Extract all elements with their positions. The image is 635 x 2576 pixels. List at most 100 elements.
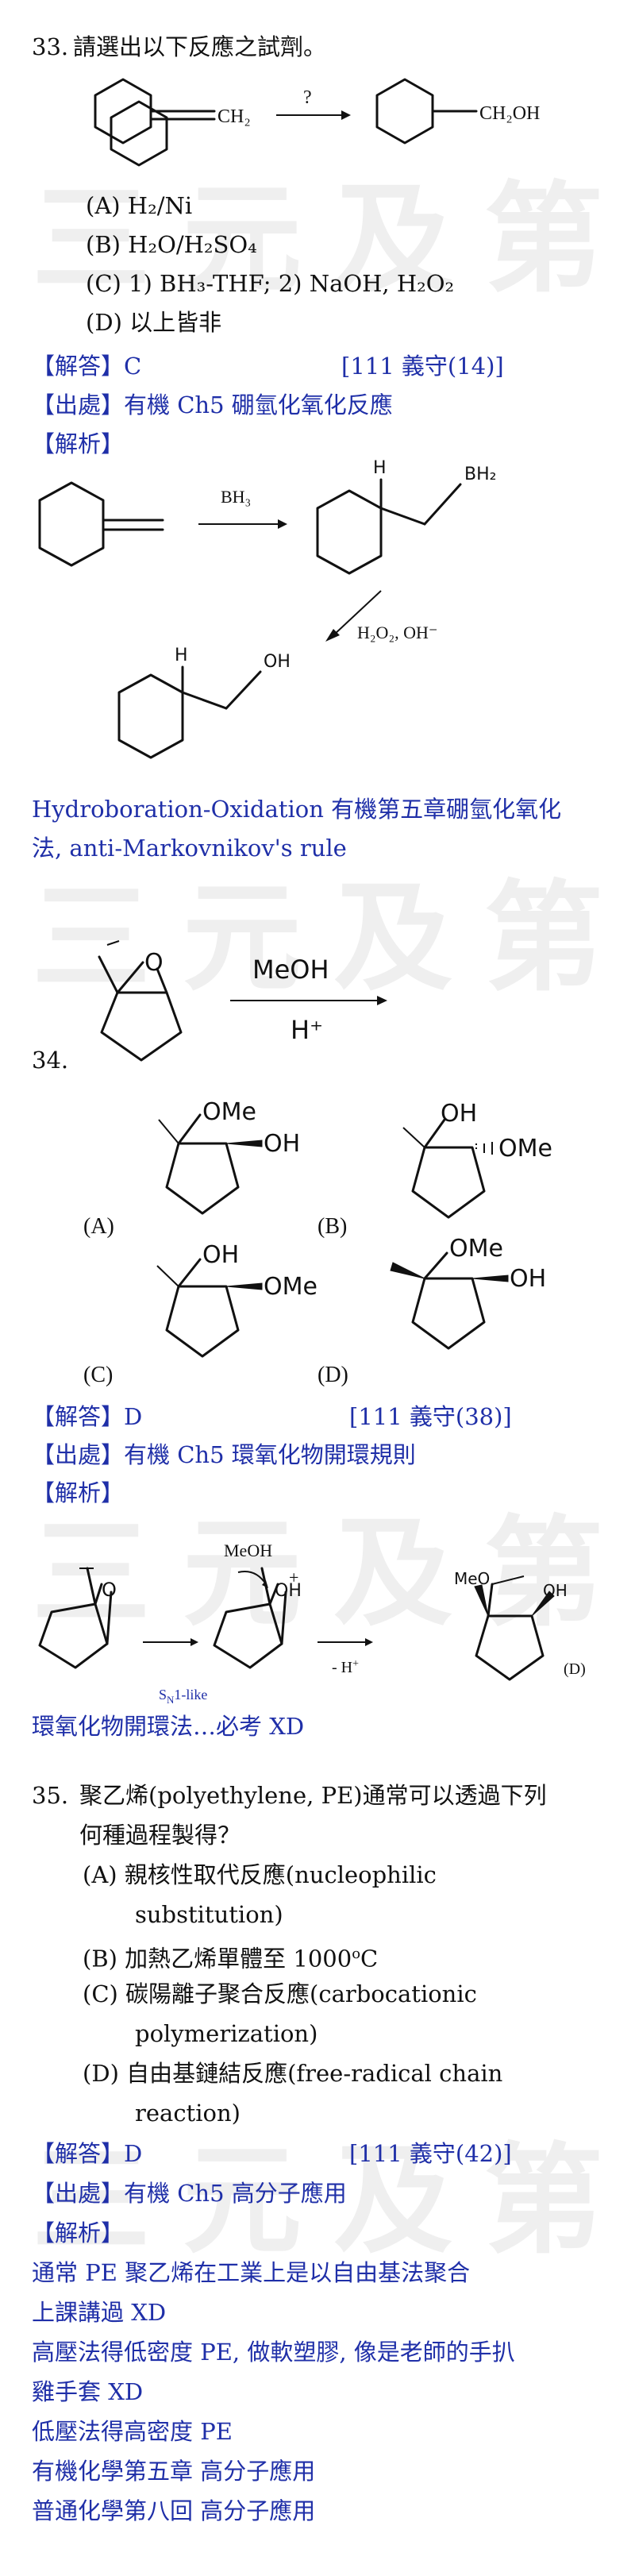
note-line: 有機化學第五章 高分子應用 — [32, 2458, 316, 2485]
option-a-top-label: OMe — [202, 1098, 256, 1126]
minus-h-label: - H+ — [332, 1658, 359, 1676]
reagent-bh3: BH₃ — [221, 487, 251, 507]
epoxide-bond — [156, 967, 168, 994]
option-b: (B) H₂O/H₂SO₄ — [86, 231, 257, 258]
source: 【出處】有機 Ch5 環氧化物開環規則 — [32, 1441, 416, 1468]
product-letter: (D) — [564, 1660, 586, 1678]
option-a-structure — [158, 1113, 263, 1215]
option-c: polymerization) — [135, 2020, 318, 2047]
product-structure — [474, 1575, 555, 1681]
option-d: (D) 自由基鏈結反應(free-radical chain — [83, 2060, 503, 2087]
arrow-head — [325, 629, 340, 642]
option-c-side-label: OMe — [264, 1273, 318, 1301]
q34-mechanism-scheme: O SN1-like MeOH + OH - H+ MeO OH (D) — [38, 1541, 586, 1706]
oh-label: OH — [264, 652, 291, 672]
option-d-structure — [390, 1251, 509, 1350]
q34-answer-options: OMe OH (A) OH OMe (B) OH OMe (C) — [83, 1098, 552, 1387]
oxygen-label: O — [144, 949, 164, 977]
note-line: 普通化學第八回 高分子應用 — [32, 2497, 316, 2524]
question-stem: 請選出以下反應之試劑。 — [73, 33, 327, 60]
bond — [423, 483, 462, 526]
arrow-label: ? — [303, 87, 312, 108]
q33-reaction-scheme: CH₂ ? CH₂OH — [94, 78, 540, 167]
q34-reaction-scheme: O MeOH H⁺ — [98, 940, 387, 1062]
option-c: (C) 1) BH₃-THF; 2) NaOH, H₂O₂ — [86, 270, 455, 297]
reactant-ring — [94, 78, 152, 145]
plus-charge: + — [289, 1568, 298, 1587]
option-d-letter: (D) — [318, 1363, 348, 1387]
arrow-head — [365, 1638, 373, 1646]
option-b-structure — [402, 1118, 493, 1219]
q33-mechanism-scheme: BH₃ H BH₂ H₂O₂, OH⁻ H OH — [38, 458, 496, 759]
question-number: 33. — [32, 33, 69, 60]
option-b-top-label: OH — [441, 1100, 477, 1128]
product-ring — [316, 489, 383, 575]
answer: 【解答】D — [32, 1403, 143, 1430]
analysis-heading: 【解析】 — [32, 2219, 125, 2246]
option-c: (C) 碳陽離子聚合反應(carbocationic — [83, 1980, 477, 2007]
note-line: 上課講過 XD — [32, 2299, 167, 2326]
cyclohexane-ring — [110, 100, 168, 167]
product-ring — [375, 78, 434, 145]
note-line: 低壓法得高密度 PE — [32, 2418, 233, 2445]
note-line: 雞手套 XD — [32, 2378, 144, 2405]
option-b-side-label: OMe — [498, 1135, 552, 1163]
note-line: 環氧化物開環法…必考 XD — [32, 1713, 305, 1740]
note-line: 高壓法得低密度 PE, 做軟塑膠, 像是老師的手扒 — [32, 2339, 515, 2366]
note-line: Hydroboration-Oxidation 有機第五章硼氫化氧化 — [32, 796, 562, 823]
alcohol-ring — [117, 673, 184, 759]
question-stem: 聚乙烯(polyethylene, PE)通常可以透過下列 — [79, 1782, 547, 1809]
sn1-label: SN1-like — [159, 1687, 207, 1706]
answer-reference: [111 義守(14)] — [341, 353, 504, 380]
source: 【出處】有機 Ch5 高分子應用 — [32, 2180, 347, 2207]
oh-label: OH — [543, 1581, 568, 1600]
option-d-top-label: OMe — [449, 1235, 503, 1263]
bond — [379, 507, 426, 526]
option-c-structure — [156, 1258, 263, 1358]
arrow-head — [190, 1638, 198, 1646]
cyclopentane-ring — [100, 991, 183, 1062]
methyl-hash — [106, 940, 120, 946]
epoxide-structure — [38, 1567, 113, 1669]
option-a-side-label: OH — [264, 1130, 300, 1158]
methylenecyclohexane-ring — [38, 481, 105, 567]
question-stem: 何種過程製得？ — [79, 1822, 241, 1849]
epoxide-bond — [116, 961, 144, 994]
option-a: (A) H₂/Ni — [86, 192, 193, 219]
arrow-head — [278, 519, 287, 529]
option-b: (B) 加熱乙烯單體至 1000oC — [83, 1945, 379, 1972]
option-c-top-label: OH — [202, 1241, 239, 1269]
option-d-side-label: OH — [510, 1265, 546, 1293]
reagent-meoh: MeOH — [252, 954, 329, 985]
question-number: 35. — [32, 1782, 69, 1809]
option-a: (A) 親核性取代反應(nucleophilic — [83, 1861, 437, 1888]
answer-reference: [111 義守(38)] — [349, 1403, 512, 1430]
protonated-epoxide-structure — [213, 1567, 287, 1669]
option-d: reaction) — [135, 2100, 241, 2127]
answer: 【解答】C — [32, 353, 142, 380]
option-a-letter: (A) — [83, 1214, 114, 1239]
oh-label: OH — [275, 1581, 302, 1601]
source: 【出處】有機 Ch5 硼氫化氧化反應 — [32, 391, 393, 418]
analysis-heading: 【解析】 — [32, 1479, 125, 1506]
reagent-acid: H⁺ — [291, 1015, 323, 1045]
option-a: substitution) — [135, 1901, 283, 1928]
bond — [181, 691, 228, 710]
analysis-heading: 【解析】 — [32, 430, 125, 457]
question-number: 34. — [32, 1047, 69, 1074]
h-label: H — [373, 458, 387, 478]
note-line: 通常 PE 聚乙烯在工業上是以自由基法聚合 — [32, 2259, 471, 2286]
ch2-label: CH₂ — [217, 106, 251, 127]
methyl-bond — [98, 955, 119, 994]
bh2-label: BH₂ — [464, 465, 496, 484]
reagent-h2o2: H₂O₂, OH⁻ — [357, 623, 438, 642]
h-label: H — [175, 646, 188, 665]
meoh-label: MeOH — [224, 1541, 272, 1560]
note-line: 法, anti-Markovnikov's rule — [32, 835, 347, 862]
option-b-letter: (B) — [318, 1214, 347, 1239]
bond — [225, 670, 262, 710]
answer: 【解答】D — [32, 2140, 143, 2167]
ch2oh-label: CH₂OH — [479, 103, 540, 124]
reaction-arrow — [333, 590, 382, 636]
